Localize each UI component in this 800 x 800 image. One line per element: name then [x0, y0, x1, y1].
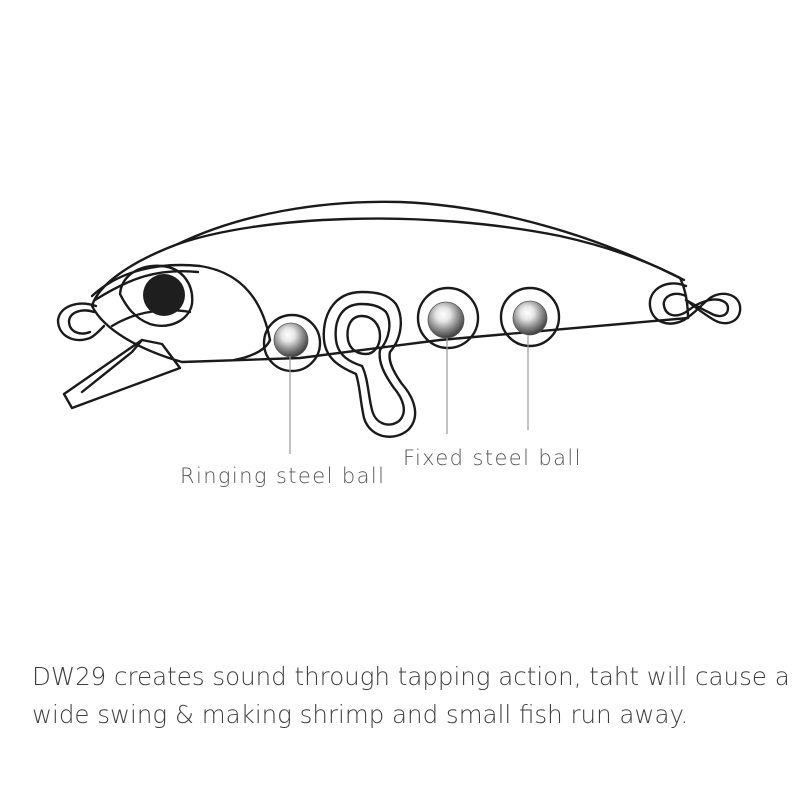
ringing-steel-ball-label: Ringing steel ball: [180, 464, 386, 488]
fixed-steel-ball-label: Fixed steel ball: [403, 446, 582, 470]
weight-box-outer: [322, 290, 417, 438]
ringing-steel-ball: [273, 322, 309, 358]
diving-lip: [62, 338, 182, 410]
eye-socket: [118, 264, 194, 327]
fixed-ball-chamber-1: [416, 286, 480, 350]
eye: [143, 274, 185, 316]
ringing-ball-chamber: [262, 313, 322, 373]
fixed-steel-ball-1: [427, 301, 465, 339]
line-tie: [56, 302, 106, 342]
lure-back-line: [176, 217, 686, 282]
fixed-ball-chamber-2: [499, 286, 561, 348]
fixed-steel-ball-2: [512, 300, 548, 336]
lure-body: [90, 200, 690, 364]
description-text: DW29 creates sound through tapping actio…: [32, 658, 790, 734]
rear-tie: [648, 282, 742, 325]
description-line-1: DW29 creates sound through tapping actio…: [32, 662, 790, 691]
gill-cover: [90, 263, 272, 362]
description-line-2: wide swing & making shrimp and small fis…: [32, 700, 689, 729]
head-ridge: [93, 269, 200, 302]
weight-box-inner: [334, 302, 406, 426]
